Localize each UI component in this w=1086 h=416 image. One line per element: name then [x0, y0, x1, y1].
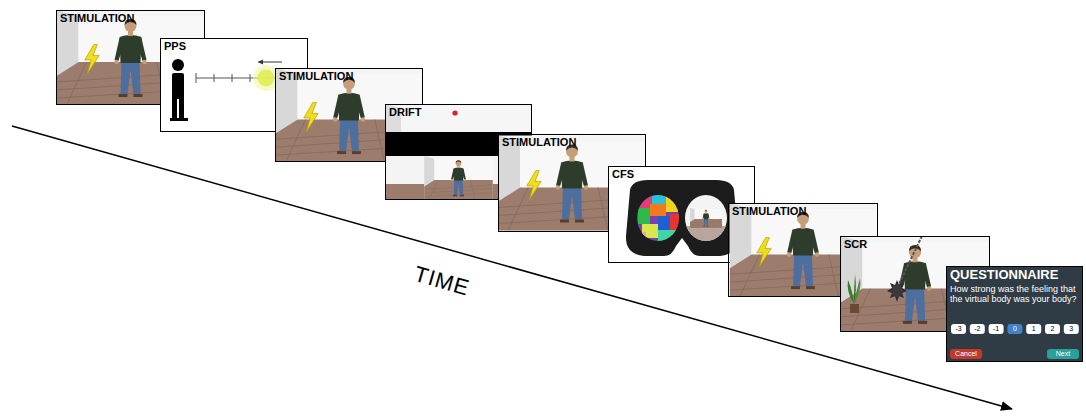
stimulation-panel: STIMULATION [498, 134, 646, 232]
questionnaire-panel [946, 266, 1083, 362]
scale-button-label: 1 [1026, 324, 1041, 334]
scale-button-label: -3 [951, 324, 966, 334]
stimulation-panel: STIMULATION [56, 10, 205, 105]
mondrian-mask [636, 194, 680, 242]
panel-title: STIMULATION [279, 70, 419, 83]
person-icon [170, 59, 188, 121]
cancel-button [950, 349, 982, 359]
questionnaire-panel: QUESTIONNAIREHow strong was the feeling … [946, 266, 1083, 362]
scale-button-label: -1 [989, 324, 1004, 334]
panel-title: STIMULATION [732, 205, 874, 218]
axis-label: TIME [411, 262, 472, 301]
panel-title: STIMULATION [502, 136, 642, 149]
panel-title: PPS [164, 40, 304, 53]
panel-title: SCR [844, 238, 986, 251]
pps-panel: PPS [160, 38, 308, 132]
panel-title: STIMULATION [60, 12, 201, 25]
scale-button-label: 0 [1007, 324, 1022, 334]
scale-button-label: 2 [1045, 324, 1060, 334]
plant [848, 274, 861, 313]
question-text: How strong was the feeling that the virt… [950, 284, 1079, 305]
drift-panel: DRIFT [385, 104, 532, 200]
next-button [1047, 349, 1079, 359]
chain [898, 236, 922, 286]
likert-buttons [951, 324, 1079, 334]
time-arrow [12, 126, 1012, 409]
panel-title: DRIFT [389, 106, 528, 119]
panel-title: QUESTIONNAIRE [950, 268, 1079, 283]
target-dot [452, 110, 457, 115]
scale-button-label: 3 [1064, 324, 1079, 334]
vr-headset [626, 180, 738, 256]
button-label: Cancel [950, 349, 982, 359]
scale-button-label: -2 [970, 324, 985, 334]
button-label: Next [1047, 349, 1079, 359]
panel-title: CFS [612, 168, 751, 181]
spiked-ball [887, 280, 907, 302]
shock-symbol [85, 45, 99, 74]
